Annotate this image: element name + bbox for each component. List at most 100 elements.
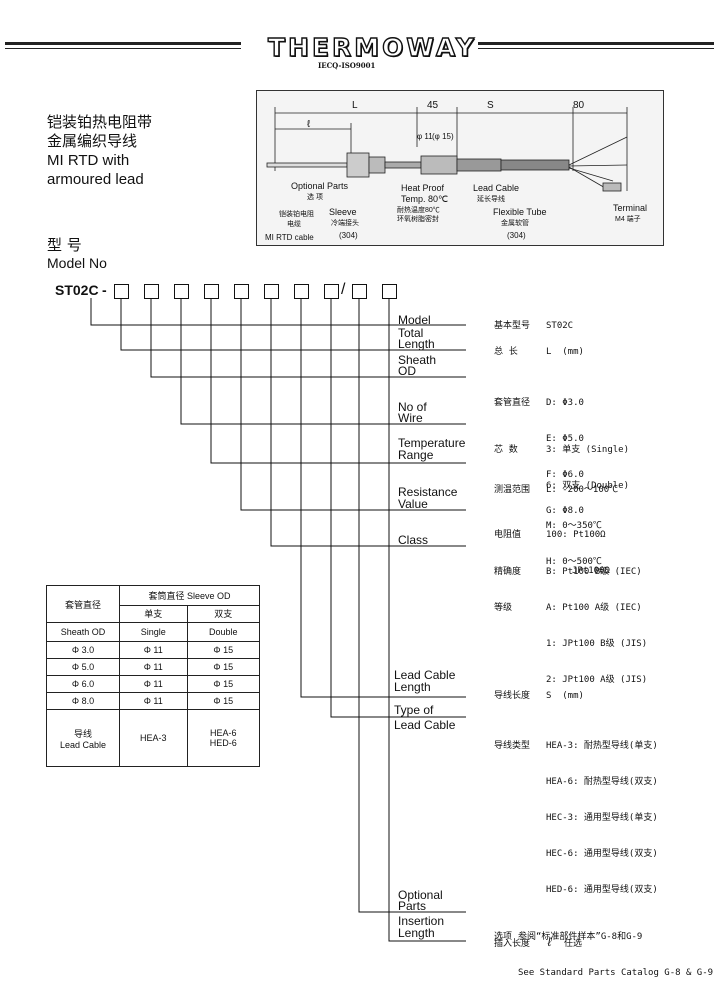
desc-optional-key: 选项: [494, 932, 513, 942]
field-label-resistance-1: Resistance: [398, 485, 458, 499]
header-rule-right-thin: [478, 48, 714, 49]
desc-class-v3: 1: JPt100 B级 (JIS): [546, 639, 648, 649]
dim-phi15: (φ 15): [432, 132, 454, 141]
field-label-sheath-od-2: OD: [398, 364, 416, 378]
desc-sheath-v1: D: Φ3.0: [546, 398, 584, 408]
table-cell: Φ 15: [186, 692, 261, 710]
table-row: Φ 3.0 Φ 11 Φ 15: [46, 641, 261, 659]
table-cell: Φ 11: [119, 692, 188, 710]
desc-sheath-v4: G: Φ8.0: [546, 506, 584, 516]
th-sheath-od: Sheath OD: [46, 622, 120, 642]
desc-insertion-key: 插入长度: [494, 939, 531, 949]
desc-class-v2: A: Pt100 A级 (IEC): [546, 603, 642, 613]
field-label-lead-type-1: Type of: [394, 703, 434, 717]
desc-lead-type-v2: HEA-6: 耐热型导线(双支): [546, 777, 658, 787]
lead-single: HEA-3: [119, 709, 188, 767]
desc-sheath-v3: F: Φ6.0: [546, 470, 584, 480]
desc-range-v2: M: 0～350℃: [546, 521, 602, 531]
desc-lead-type-v1: HEA-3: 耐热型导线(单支): [546, 741, 658, 751]
field-label-resistance-2: Value: [398, 497, 428, 511]
desc-class-v1: B: Pt100 B级 (IEC): [546, 567, 642, 577]
table-cell: Φ 11: [119, 658, 188, 676]
desc-class-key-2: 等级: [494, 603, 513, 613]
desc-range-v1: L: -200～100℃: [546, 485, 619, 495]
desc-optional-v1: 参阅“标准部件样本”G-8和G-9: [518, 932, 643, 942]
sleeve-od-table: 套管直径 套筒直径 Sleeve OD 单支 双支 Sheath OD Sing…: [46, 585, 261, 767]
lead-double-2: HED-6: [209, 738, 237, 748]
dim-45: 45: [427, 100, 439, 111]
label-sleeve-mat: (304): [339, 231, 358, 240]
desc-class: 精确度 B: Pt100 B级 (IEC) 等级 A: Pt100 A级 (IEC)…: [494, 542, 647, 698]
label-sleeve-cn: 冷端接头: [331, 220, 359, 227]
table-row: Φ 8.0 Φ 11 Φ 15: [46, 692, 261, 710]
desc-lead-length-key: 导线长度: [494, 691, 531, 701]
model-code-dash: -: [102, 282, 107, 298]
lead-double: HEA-6 HED-6: [186, 709, 261, 767]
label-heat-proof-1: Heat Proof: [401, 183, 445, 193]
field-label-lead-length-2: Length: [394, 680, 431, 694]
desc-length-value: L (mm): [546, 347, 584, 357]
table-cell: Φ 15: [186, 641, 261, 659]
certification: IECQ-ISO9001: [318, 61, 376, 70]
field-label-lead-type-2: Lead Cable: [394, 718, 456, 732]
brand-logo: THERMOWAY: [267, 32, 477, 62]
table-cell: Φ 3.0: [46, 641, 120, 659]
desc-length-key: 总 长: [494, 347, 518, 357]
desc-class-v4: 2: JPt100 A级 (JIS): [546, 675, 648, 685]
field-label-wire-2: Wire: [398, 411, 423, 425]
model-code-slash: /: [341, 281, 346, 298]
desc-lead-length-value: S (mm): [546, 691, 584, 701]
product-diagram: L 45 S 80 ℓ φ 11 (φ 15) Optional Parts 选…: [256, 90, 664, 246]
title-en-1: MI RTD with: [47, 152, 130, 169]
label-optional-parts: Optional Parts: [291, 181, 349, 191]
desc-optional-v2: See Standard Parts Catalog G-8 & G-9: [518, 968, 714, 978]
table-cell: Φ 8.0: [46, 692, 120, 710]
table-cell: Φ 15: [186, 658, 261, 676]
title-en-2: armoured lead: [47, 171, 144, 188]
label-terminal-cn: M4 端子: [615, 216, 641, 223]
th-double: Double: [186, 622, 261, 642]
label-flexible-tube-cn: 金属软管: [501, 220, 529, 227]
field-label-model: Model: [398, 313, 431, 327]
dim-S: S: [487, 100, 494, 111]
field-label-optional-1: Optional: [398, 888, 443, 902]
lead-cable-en: Lead Cable: [59, 739, 107, 750]
label-lead-cable: Lead Cable: [473, 183, 520, 193]
field-label-temp-range-1: Temperature: [398, 436, 466, 450]
connector-lines: [90, 298, 466, 942]
label-mi-cn-1: 铠装铂电阻: [279, 211, 314, 218]
label-flexible-tube-mat: (304): [507, 231, 526, 240]
table-row: Φ 6.0 Φ 11 Φ 15: [46, 675, 261, 693]
th-single-cn: 单支: [119, 604, 188, 624]
field-label-total-length-1: Total: [398, 326, 424, 340]
desc-model-key: 基本型号: [494, 321, 531, 331]
desc-insertion-symbol: ℓ: [546, 935, 554, 949]
field-label-insertion-2: Length: [398, 926, 435, 940]
desc-class-key-1: 精确度: [494, 567, 522, 577]
label-sleeve: Sleeve: [329, 207, 357, 217]
desc-lead-type: 导线类型 HEA-3: 耐热型导线(单支) HEA-6: 耐热型导线(双支) HE…: [494, 716, 658, 908]
th-sheath-cn: 套管直径: [46, 585, 120, 623]
desc-lead-type-key: 导线类型: [494, 741, 531, 751]
label-flexible-tube: Flexible Tube: [493, 207, 547, 217]
label-heat-proof-cn: 耐热温度80℃: [397, 207, 440, 214]
desc-resistance-key: 电阻值: [494, 530, 522, 540]
th-single: Single: [119, 622, 188, 642]
diagram-drawing: [266, 107, 628, 192]
lead-cable-cn: 导线: [73, 728, 92, 739]
desc-resistance-v2: JPt100Ω: [572, 566, 610, 576]
title-cn-2: 金属编织导线: [47, 132, 138, 150]
table-cell: Φ 15: [186, 675, 261, 693]
desc-model-value: ST02C: [546, 321, 574, 331]
field-label-wire-1: No of: [398, 400, 427, 414]
dim-l: ℓ: [307, 119, 311, 130]
desc-lead-type-v5: HED-6: 通用型导线(双支): [546, 885, 658, 895]
desc-sheath-key: 套管直径: [494, 398, 531, 408]
field-label-temp-range-2: Range: [398, 448, 434, 462]
header-rule-right-thick: [478, 42, 714, 45]
desc-range-key: 测温范围: [494, 485, 531, 495]
